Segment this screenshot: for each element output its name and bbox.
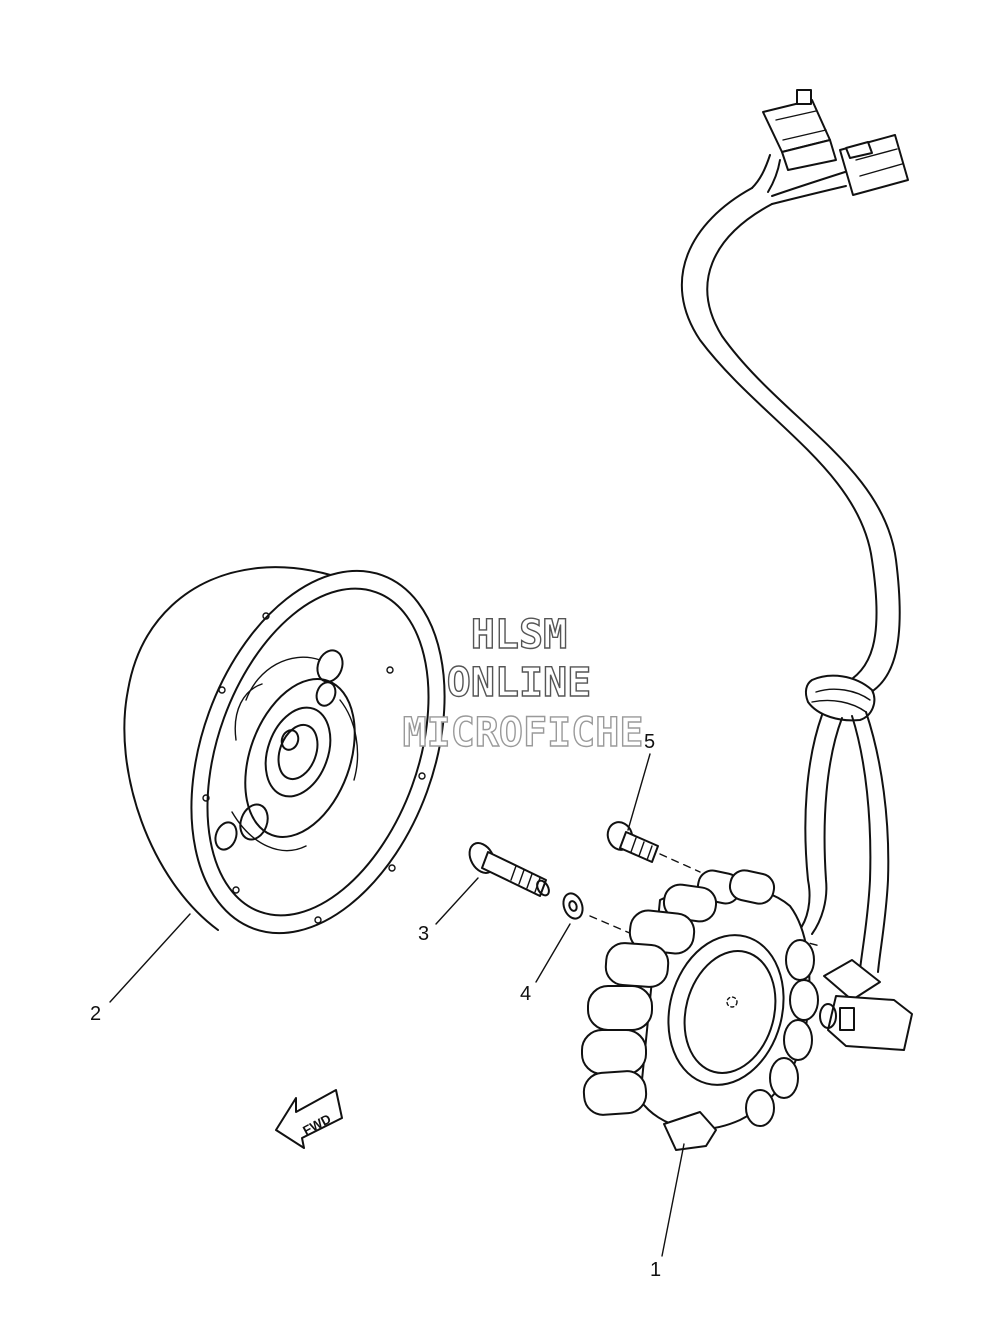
pickup-coil [819,959,913,1051]
watermark: HLSM ONLINE MICROFICHE [402,611,644,756]
leader-lines [109,753,685,1257]
harness-grommet [804,674,876,722]
forward-direction-arrow: FWD [275,1089,343,1149]
screw-part-5 [606,821,659,863]
harness-connector-b [839,134,909,196]
watermark-line-2: ONLINE [447,660,592,706]
wire-harness [680,89,909,973]
watermark-line-1: HLSM [471,612,567,658]
flywheel-rotor [123,566,446,935]
harness-connector-a [762,89,837,171]
callout-part-4: 4 [520,983,531,1005]
stator-assembly [581,869,913,1151]
watermark-line-3: MICROFICHE [403,710,644,756]
callout-part-2: 2 [90,1003,101,1025]
washer-part-4 [562,892,584,920]
bolt-part-3 [468,842,550,897]
callout-part-3: 3 [418,923,429,945]
callout-part-5: 5 [644,731,655,753]
callout-part-1: 1 [650,1259,661,1281]
